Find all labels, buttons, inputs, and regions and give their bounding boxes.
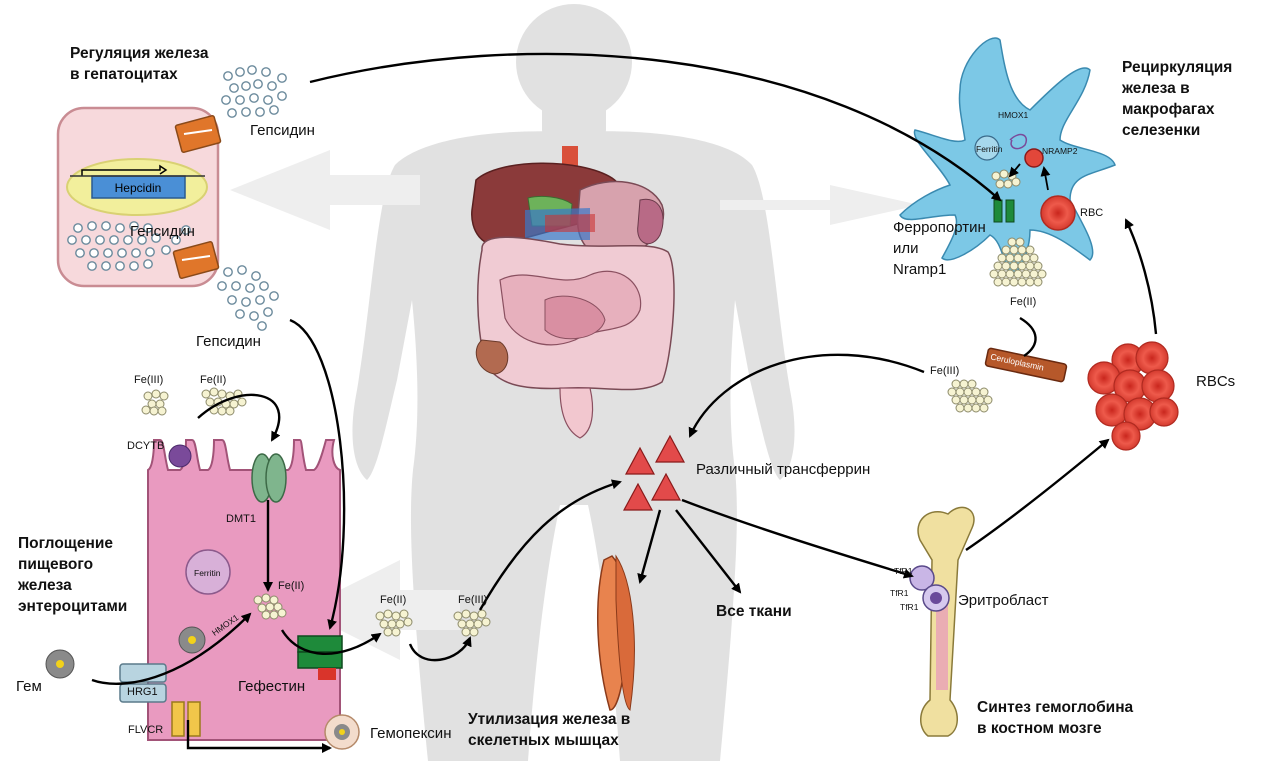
nramp2-label: NRAMP2	[1042, 146, 1078, 156]
heme-molecule-cytosol	[178, 626, 206, 654]
ferritin-label: Ferritin	[194, 568, 221, 578]
ferritin-macrophage-label: Ferritin	[976, 144, 1003, 154]
bone-marrow	[909, 506, 975, 737]
hemopexin-label: Гемопексин	[370, 725, 452, 742]
hepcidin-cluster-top	[221, 65, 287, 118]
tfr1-label-1: TfR1	[894, 566, 913, 576]
enterocyte	[119, 439, 343, 741]
enterocyte-heading-3: железа	[18, 577, 72, 594]
transferrin-group	[622, 434, 686, 511]
fe3-label-spleen: Fe(III)	[930, 365, 960, 377]
ferritin-vesicle	[185, 549, 231, 595]
heme-molecule	[45, 649, 75, 679]
fe3-cluster-spleen	[947, 379, 993, 413]
hepcidin-cluster-bottom	[217, 265, 279, 331]
macrophage-phagocytosed-rbc	[1024, 148, 1044, 168]
ferroportin-enterocyte	[297, 635, 343, 680]
ceruloplasmin	[984, 347, 1068, 383]
muscle-heading-2: скелетных мышцах	[468, 732, 619, 749]
hepcidin-label-top: Гепсидин	[250, 122, 315, 139]
macrophage-heading-1: Рециркуляция	[1122, 59, 1233, 76]
hephaestin-label: Гефестин	[238, 678, 306, 695]
fe2-label-macrophage: Fe(II)	[1010, 296, 1037, 308]
hepatocyte: Hepcidin	[56, 106, 222, 288]
pathway-arrows	[91, 52, 1158, 753]
hemopexin-complex	[324, 714, 360, 750]
rbc-cluster	[1087, 341, 1179, 451]
marrow-heading-2: в костном мозге	[977, 720, 1102, 737]
all-tissues-label: Все ткани	[716, 603, 792, 620]
hepatocyte-channel-top	[174, 115, 222, 153]
rbcs-label: RBCs	[1196, 373, 1236, 390]
hepcidin-label-bottom: Гепсидин	[196, 333, 261, 350]
macrophage-heading-3: макрофагах	[1122, 101, 1215, 118]
muscle-heading-1: Утилизация железа в	[468, 711, 631, 728]
enterocyte-heading-4: энтероцитами	[18, 598, 128, 615]
hepcidin-label-mid: Гепсидин	[130, 223, 195, 240]
body-silhouette	[352, 4, 795, 761]
dmt1-channel	[251, 453, 287, 503]
ferroportin-label-2: или	[893, 240, 919, 257]
heme-label: Гем	[16, 678, 42, 695]
macrophage	[899, 37, 1116, 276]
ferroportin-label-1: Ферропортин	[893, 219, 986, 236]
skeletal-muscle	[597, 554, 635, 711]
fe2-label-cytosol: Fe(II)	[278, 580, 305, 592]
background-arrows	[230, 150, 920, 660]
enterocyte-heading-1: Поглощение	[18, 535, 113, 552]
transferrin-label: Различный трансферрин	[696, 461, 871, 478]
hmox1-macrophage-label: HMOX1	[998, 110, 1029, 120]
rbc-label: RBC	[1080, 207, 1104, 219]
macrophage-ferritin-vesicle	[974, 135, 1000, 161]
enterocyte-heading-2: пищевого	[18, 556, 94, 573]
fe3-label-blood: Fe(III)	[458, 594, 488, 606]
flvcr-channel	[171, 701, 201, 737]
macrophage-heading-4: селезенки	[1122, 122, 1201, 139]
hepcidin-gene-label: Hepcidin	[115, 181, 162, 195]
hepatocyte-heading-2: в гепатоцитах	[70, 66, 178, 83]
fe2-label-blood: Fe(II)	[380, 594, 407, 606]
hepatocyte-channel-bottom	[172, 241, 220, 279]
hepatocyte-heading-1: Регуляция железа	[70, 45, 209, 62]
hrg1-label: HRG1	[127, 686, 158, 698]
fe3-cluster-lumen	[141, 389, 169, 416]
dcytb-protein	[168, 444, 192, 468]
dcytb-label: DCYTB	[127, 440, 165, 452]
fe2-label-lumen: Fe(II)	[200, 374, 227, 386]
tfr1-label-3: TfR1	[900, 602, 919, 612]
macrophage-heading-2: железа в	[1122, 80, 1190, 97]
tfr1-label-2: TfR1	[890, 588, 909, 598]
abdominal-organs	[471, 146, 675, 439]
rbc-single	[1040, 195, 1076, 231]
fe3-label-lumen: Fe(III)	[134, 374, 164, 386]
dmt1-label: DMT1	[226, 513, 256, 525]
erythroblast-label: Эритробласт	[958, 592, 1049, 609]
marrow-heading-1: Синтез гемоглобина	[977, 699, 1134, 716]
flvcr-label: FLVCR	[128, 724, 164, 736]
ferroportin-label-3: Nramp1	[893, 261, 947, 278]
